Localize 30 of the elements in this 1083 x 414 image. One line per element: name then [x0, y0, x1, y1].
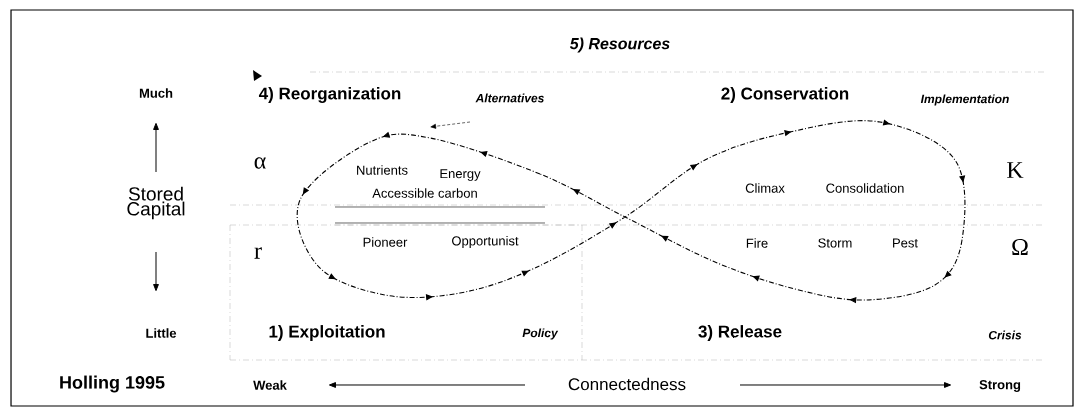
loop-text: Storm [818, 238, 852, 248]
loop-text: Fire [746, 238, 768, 248]
phase-symbol: α [254, 157, 266, 169]
axis-label: Weak [253, 380, 287, 390]
loop-text: Pest [893, 238, 918, 248]
axis-label: Little [146, 328, 177, 338]
phase-label: 4) Reorganization [258, 87, 401, 103]
source-label: Holling 1995 [60, 375, 165, 393]
section-heading: 5) Resources [569, 37, 670, 53]
phase-label: 3) Release [698, 325, 782, 341]
loop-text: Opportunist [452, 235, 519, 249]
loop-text: Pioneer [363, 237, 408, 247]
phase-note: Implementation [920, 94, 1009, 106]
loop-text: Nutrients [357, 165, 408, 175]
loop-text: Accessible carbon [372, 188, 477, 198]
phase-note: Alternatives [475, 93, 544, 103]
axis-title: Connectedness [568, 377, 686, 391]
phase-symbol: r [254, 247, 262, 259]
phase-label: 2) Conservation [721, 87, 849, 103]
loop-text: Climax [745, 183, 785, 193]
phase-note: Policy [522, 328, 559, 340]
loop-text: Energy [440, 169, 481, 181]
phase-label: 1) Exploitation [269, 325, 385, 341]
axis-label: Much [139, 88, 173, 98]
phase-note: Crisis [988, 330, 1022, 340]
phase-symbol: Ω [1012, 239, 1028, 255]
axis-title: Stored Capital [127, 186, 185, 220]
phase-symbol: K [1007, 162, 1024, 178]
axis-label: Strong [979, 380, 1021, 392]
loop-text: Consolidation [826, 183, 904, 193]
